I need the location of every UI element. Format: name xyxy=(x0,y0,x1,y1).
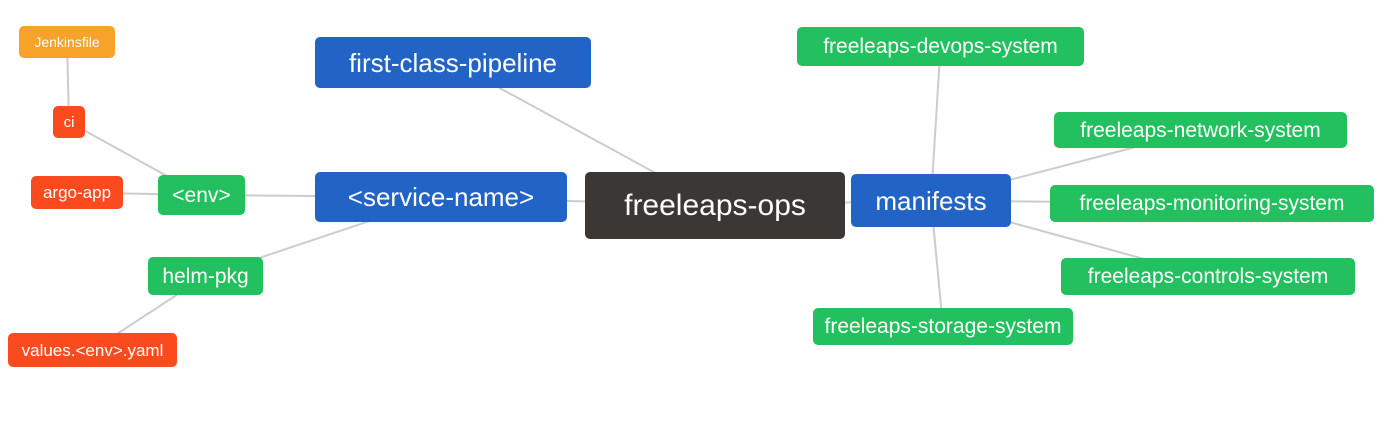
node-freeleaps-monitoring-system[interactable]: freeleaps-monitoring-system xyxy=(1050,185,1374,222)
node-freeleaps-controls-system[interactable]: freeleaps-controls-system xyxy=(1061,258,1355,295)
node-freeleaps-devops-system[interactable]: freeleaps-devops-system xyxy=(797,27,1084,66)
node-values-env-yaml[interactable]: values.<env>.yaml xyxy=(8,333,177,367)
node-first-class-pipeline[interactable]: first-class-pipeline xyxy=(315,37,591,88)
node-manifests[interactable]: manifests xyxy=(851,174,1011,227)
node-freeleaps-ops[interactable]: freeleaps-ops xyxy=(585,172,845,239)
node-helm-pkg[interactable]: helm-pkg xyxy=(148,257,263,295)
node-ci[interactable]: ci xyxy=(53,106,85,138)
node-service-name[interactable]: <service-name> xyxy=(315,172,567,222)
node-argo-app[interactable]: argo-app xyxy=(31,176,123,209)
node-env[interactable]: <env> xyxy=(158,175,245,215)
node-freeleaps-storage-system[interactable]: freeleaps-storage-system xyxy=(813,308,1073,345)
node-freeleaps-network-system[interactable]: freeleaps-network-system xyxy=(1054,112,1347,148)
node-jenkinsfile[interactable]: Jenkinsfile xyxy=(19,26,115,58)
